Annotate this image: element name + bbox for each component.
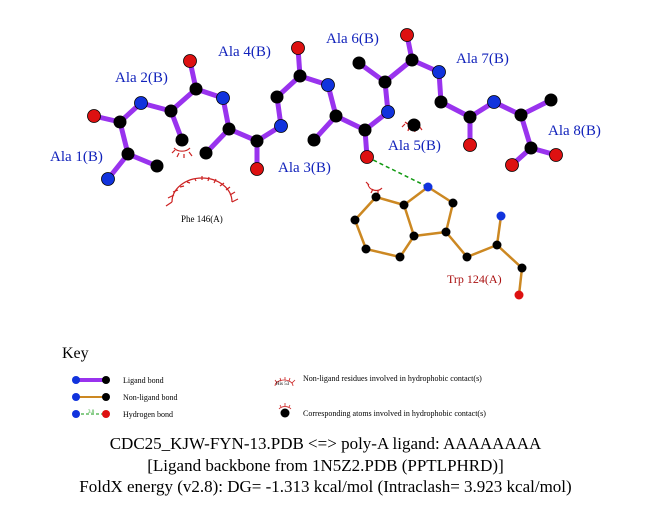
legend-hydrophobic-atom-icon <box>278 403 292 418</box>
carbon-atom <box>358 123 372 137</box>
legend-carbon-atom <box>102 376 110 384</box>
carbon-atom <box>189 82 203 96</box>
nitrogen-atom <box>496 211 506 221</box>
legend-title: Key <box>62 345 89 362</box>
carbon-atom <box>270 90 284 104</box>
carbon-atom <box>361 244 371 254</box>
legend: Key Ligand bond Non-ligand bond 3.0 Hydr… <box>62 345 486 419</box>
label-ala-6: Ala 6(B) <box>326 31 379 47</box>
carbon-atom <box>448 198 458 208</box>
carbon-atom <box>405 53 419 67</box>
carbon-atom <box>514 108 528 122</box>
oxygen-atom <box>291 41 305 55</box>
carbon-atom <box>463 110 477 124</box>
carbon-atom <box>175 133 189 147</box>
carbon-atom <box>350 215 360 225</box>
oxygen-atom <box>514 290 524 300</box>
label-ala-1: Ala 1(B) <box>50 149 103 165</box>
legend-hydrophobic-residues: Non-ligand residues involved in hydropho… <box>303 374 482 383</box>
legend-carbon-atom <box>102 393 110 401</box>
trp124-atoms <box>350 182 527 300</box>
carbon-atom <box>352 56 366 70</box>
carbon-atom <box>517 263 527 273</box>
oxygen-atom <box>400 28 414 42</box>
oxygen-atom <box>250 162 264 176</box>
legend-hydrogen-bond: Hydrogen bond <box>123 410 173 419</box>
label-ala-4: Ala 4(B) <box>218 44 271 60</box>
legend-oxygen-atom <box>102 410 110 418</box>
carbon-atom <box>371 192 381 202</box>
nonligand-bonds <box>353 185 524 297</box>
carbon-atom <box>113 115 127 129</box>
carbon-atom <box>544 93 558 107</box>
carbon-atom <box>150 159 164 173</box>
legend-hbond-distance: 3.0 <box>88 410 95 415</box>
carbon-atom <box>329 109 343 123</box>
carbon-atom <box>250 134 264 148</box>
legend-hydrophobic-residue-icon <box>274 377 296 387</box>
label-ala-7: Ala 7(B) <box>456 51 509 67</box>
carbon-atom <box>199 146 213 160</box>
carbon-atom <box>378 75 392 89</box>
legend-hydrophobic-sample: His 53 <box>276 382 290 387</box>
label-ala-2: Ala 2(B) <box>115 70 168 86</box>
carbon-atom <box>121 147 135 161</box>
oxygen-atom <box>87 109 101 123</box>
oxygen-atom <box>463 138 477 152</box>
nitrogen-atom <box>274 119 288 133</box>
nitrogen-atom <box>381 105 395 119</box>
carbon-atom <box>395 252 405 262</box>
hydrogen-bond <box>366 156 429 188</box>
oxygen-atom <box>183 54 197 68</box>
legend-nitrogen-atom <box>72 393 80 401</box>
legend-nitrogen-atom <box>72 410 80 418</box>
nitrogen-atom <box>101 172 115 186</box>
carbon-atom <box>434 95 448 109</box>
carbon-atom <box>407 118 421 132</box>
carbon-atom <box>293 69 307 83</box>
caption-line-1: CDC25_KJW-FYN-13.PDB <=> poly-A ligand: … <box>109 434 542 453</box>
ligand-atoms <box>87 28 563 186</box>
legend-nitrogen-atom <box>72 376 80 384</box>
label-ala-8: Ala 8(B) <box>548 123 601 139</box>
carbon-atom <box>164 104 178 118</box>
label-trp-124: Trp 124(A) <box>447 272 502 286</box>
carbon-atom <box>409 231 419 241</box>
oxygen-atom <box>505 158 519 172</box>
oxygen-atom <box>549 148 563 162</box>
label-phe-146: Phe 146(A) <box>181 214 223 224</box>
ligand-residue-labels: Ala 1(B) Ala 2(B) Ala 3(B) Ala 4(B) Ala … <box>50 31 601 176</box>
carbon-atom <box>222 122 236 136</box>
nitrogen-atom <box>432 65 446 79</box>
carbon-atom <box>441 227 451 237</box>
nitrogen-atom <box>321 78 335 92</box>
oxygen-atom <box>360 150 374 164</box>
caption-line-3: FoldX energy (v2.8): DG= -1.313 kcal/mol… <box>79 477 572 496</box>
atom-hydrophobic-arc-ala2 <box>171 147 193 158</box>
carbon-atom <box>492 240 502 250</box>
carbon-atom <box>462 252 472 262</box>
label-ala-5: Ala 5(B) <box>388 138 441 154</box>
nitrogen-atom <box>423 182 433 192</box>
legend-hydrophobic-atoms: Corresponding atoms involved in hydropho… <box>303 409 486 418</box>
label-ala-3: Ala 3(B) <box>278 160 331 176</box>
carbon-atom <box>524 141 538 155</box>
caption-line-2: [Ligand backbone from 1N5Z2.PDB (PPTLPHR… <box>147 456 504 475</box>
carbon-atom <box>307 133 321 147</box>
legend-ligand-bond: Ligand bond <box>123 376 164 385</box>
atom-hydrophobic-arc-trp124 <box>365 181 383 194</box>
nitrogen-atom <box>134 96 148 110</box>
carbon-atom <box>399 200 409 210</box>
legend-nonligand-bond: Non-ligand bond <box>123 393 177 402</box>
nitrogen-atom <box>216 91 230 105</box>
phe146-hydrophobic-arc <box>165 176 239 207</box>
nitrogen-atom <box>487 95 501 109</box>
